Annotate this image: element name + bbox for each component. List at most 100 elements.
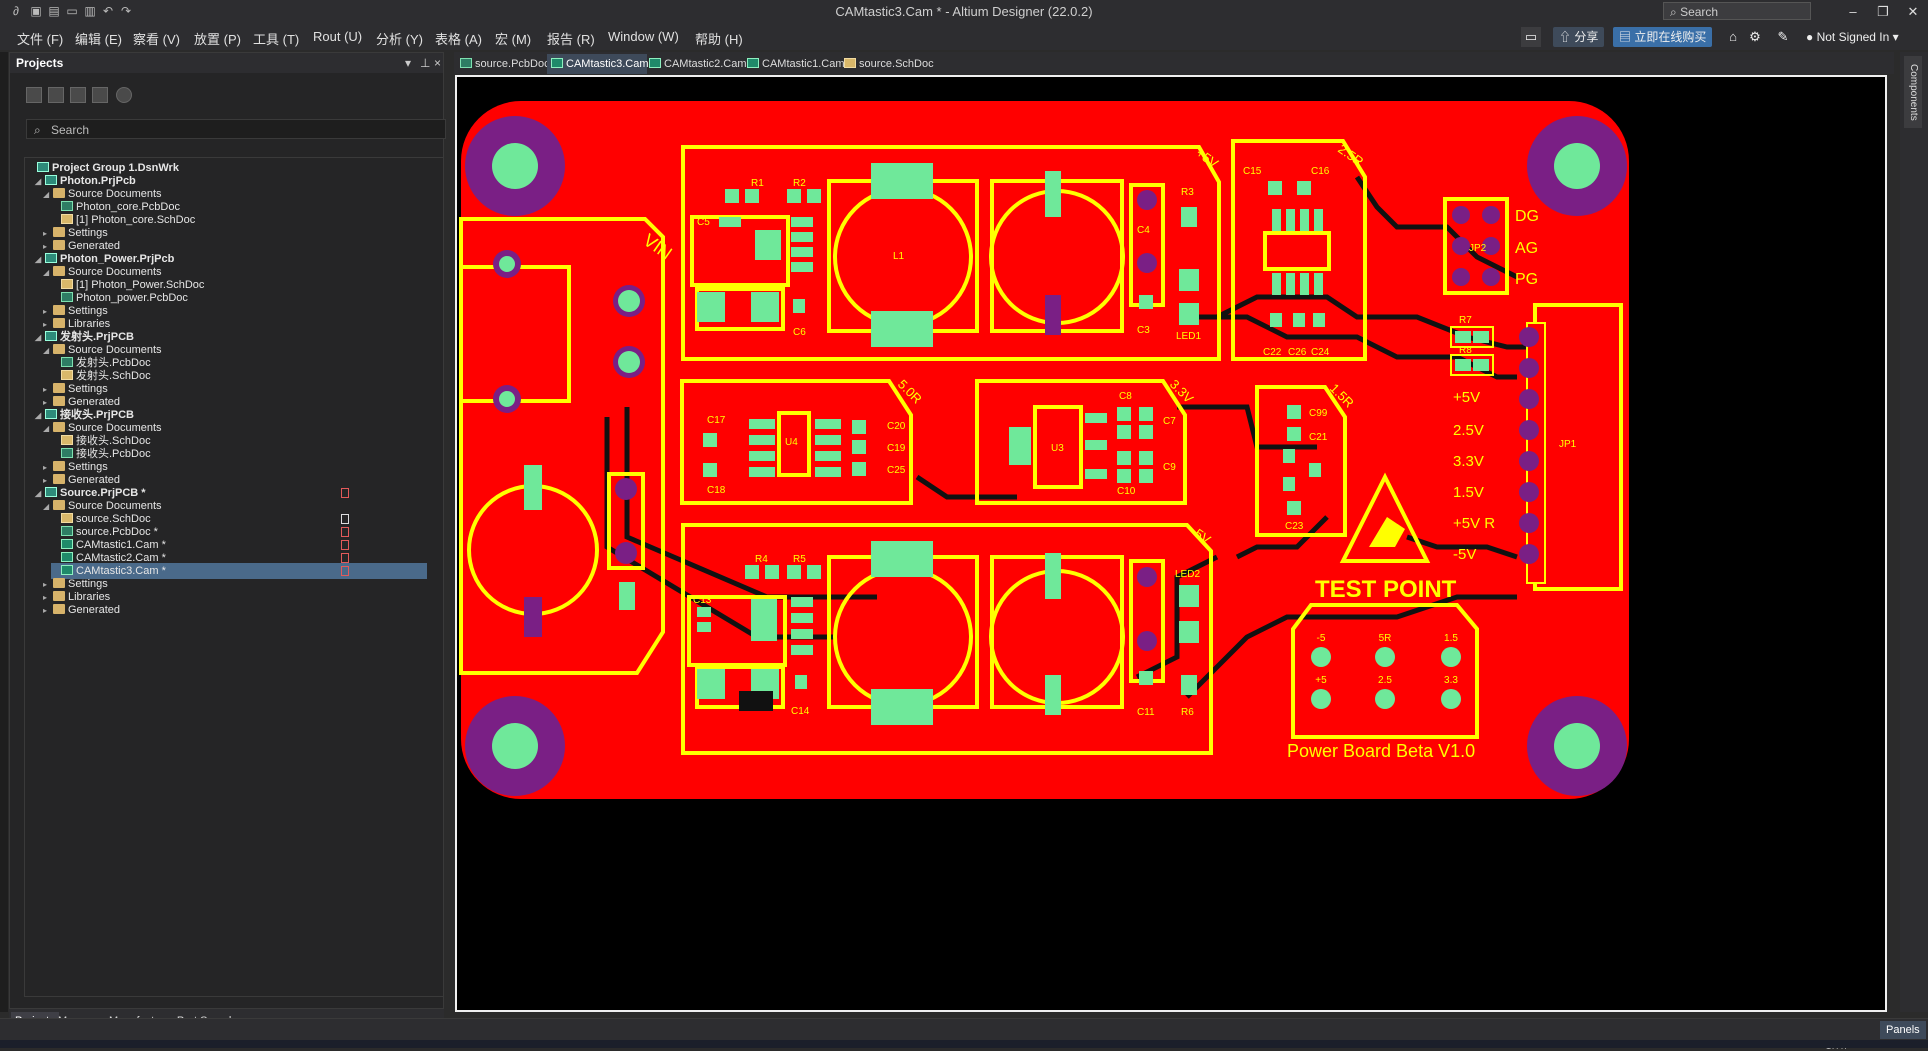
tree-folder-item[interactable]: ◢Source Documents: [43, 186, 427, 202]
chevron-down-icon[interactable]: ◢: [43, 502, 50, 511]
tree-folder-item[interactable]: ◢Source Documents: [43, 498, 427, 514]
chevron-right-icon[interactable]: ▸: [43, 307, 48, 316]
tree-project-item[interactable]: ◢发射头.PrjPCB: [35, 329, 427, 345]
tree-document-item[interactable]: source.PcbDoc *: [51, 524, 427, 540]
restore-button[interactable]: ❐: [1877, 4, 1889, 19]
save-project-icon[interactable]: [26, 87, 42, 103]
chevron-down-icon[interactable]: ◢: [43, 268, 50, 277]
cam-editor-canvas[interactable]: VIN: [455, 75, 1887, 1012]
chevron-right-icon[interactable]: ▸: [43, 606, 48, 615]
document-tab[interactable]: CAMtastic3.Cam *: [547, 54, 656, 74]
tree-project-item[interactable]: Project Group 1.DsnWrk: [27, 160, 427, 176]
menu-tools[interactable]: 工具 (T): [253, 32, 300, 47]
tree-project-item[interactable]: ◢Source.PrjPCB *: [35, 485, 427, 501]
share-button[interactable]: ⇧ 分享: [1553, 27, 1605, 47]
menu-route[interactable]: Rout (U): [313, 29, 363, 44]
document-tab[interactable]: source.SchDoc: [840, 54, 936, 74]
panels-button[interactable]: Panels: [1880, 1021, 1926, 1039]
pcb-view[interactable]: VIN: [457, 77, 1885, 1010]
tree-folder-item[interactable]: ◢Source Documents: [43, 264, 427, 280]
chevron-right-icon[interactable]: ▸: [43, 580, 48, 589]
close-button[interactable]: ✕: [1907, 4, 1919, 19]
tree-document-item[interactable]: Photon_power.PcbDoc: [51, 290, 427, 306]
pin-icon[interactable]: ⊥: [420, 56, 431, 70]
save-all-icon[interactable]: ▤: [48, 4, 60, 18]
save-icon[interactable]: ▣: [30, 4, 42, 18]
save-all-projects-icon[interactable]: [48, 87, 64, 103]
components-side-tab[interactable]: Components: [1904, 56, 1922, 128]
menu-window[interactable]: Window (W): [608, 29, 679, 44]
tree-document-item[interactable]: 接收头.PcbDoc: [51, 446, 427, 462]
global-search-input[interactable]: ⌕ Search: [1663, 2, 1811, 20]
tree-document-item[interactable]: 发射头.PcbDoc: [51, 355, 427, 371]
buy-online-button[interactable]: ▤ 立即在线购买: [1613, 27, 1713, 47]
tree-folder-item[interactable]: ▸Libraries: [43, 316, 427, 332]
tree-folder-item[interactable]: ◢Source Documents: [43, 420, 427, 436]
menu-help[interactable]: 帮助 (H): [695, 32, 743, 47]
menu-file[interactable]: 文件 (F): [17, 32, 64, 47]
menu-view[interactable]: 察看 (V): [133, 32, 180, 47]
menu-reports[interactable]: 报告 (R): [547, 32, 595, 47]
menu-table[interactable]: 表格 (A): [435, 32, 482, 47]
notifications-icon[interactable]: ✎: [1777, 29, 1789, 44]
tree-document-item[interactable]: [1] Photon_core.SchDoc: [51, 212, 427, 228]
gear-icon[interactable]: ⚙: [1749, 29, 1761, 44]
tree-folder-item[interactable]: ▸Settings: [43, 381, 427, 397]
panel-menu-icon[interactable]: ▾: [405, 56, 412, 70]
tree-folder-item[interactable]: ◢Source Documents: [43, 342, 427, 358]
chevron-right-icon[interactable]: ▸: [43, 593, 48, 602]
chevron-right-icon[interactable]: ▸: [43, 476, 48, 485]
menu-place[interactable]: 放置 (P): [194, 32, 241, 47]
chevron-right-icon[interactable]: ▸: [43, 398, 48, 407]
document-tab[interactable]: source.PcbDoc *: [456, 54, 557, 74]
tree-folder-item[interactable]: ▸Settings: [43, 459, 427, 475]
tree-folder-item[interactable]: ▸Settings: [43, 576, 427, 592]
tree-folder-item[interactable]: ▸Generated: [43, 238, 427, 254]
projects-search-input[interactable]: ⌕ Search: [26, 119, 446, 139]
minimize-button[interactable]: –: [1849, 4, 1857, 19]
tree-document-item[interactable]: [1] Photon_Power.SchDoc: [51, 277, 427, 293]
tree-folder-item[interactable]: ▸Libraries: [43, 589, 427, 605]
tree-document-item[interactable]: CAMtastic3.Cam *: [51, 563, 427, 579]
chevron-right-icon[interactable]: ▸: [43, 385, 48, 394]
chevron-right-icon[interactable]: ▸: [43, 463, 48, 472]
open-project-icon[interactable]: ▥: [84, 4, 96, 18]
tree-document-item[interactable]: Photon_core.PcbDoc: [51, 199, 427, 215]
tree-document-item[interactable]: CAMtastic2.Cam *: [51, 550, 427, 566]
chat-icon[interactable]: ▭: [1521, 27, 1541, 47]
chevron-down-icon[interactable]: ◢: [43, 346, 50, 355]
tree-folder-item[interactable]: ▸Generated: [43, 602, 427, 618]
tree-document-item[interactable]: 接收头.SchDoc: [51, 433, 427, 449]
tree-document-item[interactable]: CAMtastic1.Cam *: [51, 537, 427, 553]
chevron-down-icon[interactable]: ◢: [35, 255, 42, 264]
tree-document-item[interactable]: 发射头.SchDoc: [51, 368, 427, 384]
undo-icon[interactable]: ↶: [102, 4, 114, 18]
chevron-right-icon[interactable]: ▸: [43, 320, 48, 329]
chevron-down-icon[interactable]: ◢: [35, 333, 42, 342]
chevron-right-icon[interactable]: ▸: [43, 242, 48, 251]
chevron-right-icon[interactable]: ▸: [43, 229, 48, 238]
chevron-down-icon[interactable]: ◢: [43, 190, 50, 199]
document-tab[interactable]: CAMtastic1.Cam *: [743, 54, 852, 74]
document-tab[interactable]: CAMtastic2.Cam *: [645, 54, 754, 74]
tree-project-item[interactable]: ◢Photon_Power.PrjPcb: [35, 251, 427, 267]
project-settings-gear-icon[interactable]: [116, 87, 132, 103]
tree-project-item[interactable]: ◢Photon.PrjPcb: [35, 173, 427, 189]
account-button[interactable]: ● Not Signed In ▾: [1800, 27, 1905, 47]
panel-close-icon[interactable]: ×: [434, 56, 442, 70]
redo-icon[interactable]: ↷: [120, 4, 132, 18]
compile-icon[interactable]: [70, 87, 86, 103]
tree-folder-item[interactable]: ▸Generated: [43, 472, 427, 488]
chevron-down-icon[interactable]: ◢: [43, 424, 50, 433]
tree-folder-item[interactable]: ▸Generated: [43, 394, 427, 410]
chevron-down-icon[interactable]: ◢: [35, 489, 42, 498]
tree-project-item[interactable]: ◢接收头.PrjPCB: [35, 407, 427, 423]
chevron-down-icon[interactable]: ◢: [35, 411, 42, 420]
chevron-down-icon[interactable]: ◢: [35, 177, 42, 186]
tree-document-item[interactable]: source.SchDoc: [51, 511, 427, 527]
menu-edit[interactable]: 编辑 (E): [75, 32, 122, 47]
tree-folder-item[interactable]: ▸Settings: [43, 303, 427, 319]
tree-folder-item[interactable]: ▸Settings: [43, 225, 427, 241]
close-project-icon[interactable]: [92, 87, 108, 103]
menu-macro[interactable]: 宏 (M): [495, 32, 532, 47]
